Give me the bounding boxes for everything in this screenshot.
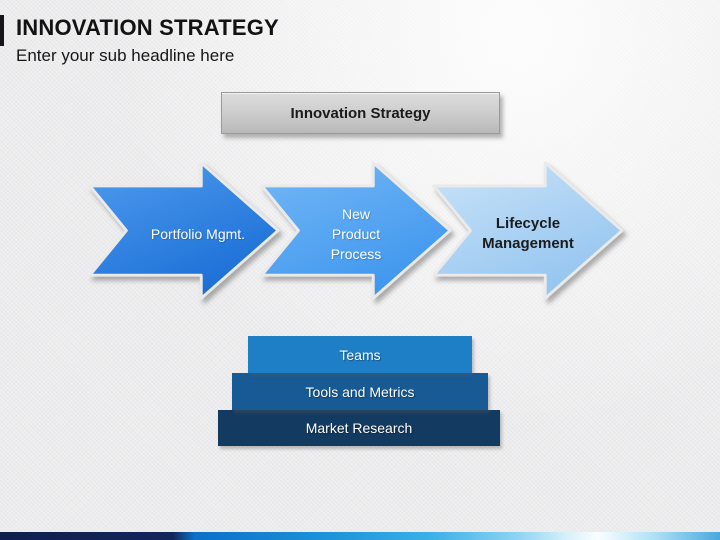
arrow-new-product-process: New Product Process bbox=[260, 161, 452, 306]
arrow-label-line: New bbox=[341, 205, 370, 222]
stack-bar-market-research: Market Research bbox=[218, 410, 500, 446]
arrow-label: Lifecycle Management bbox=[432, 161, 624, 306]
title-accent-bar bbox=[0, 15, 4, 46]
arrow-label-line: Management bbox=[482, 234, 574, 252]
stack-bar-label: Tools and Metrics bbox=[305, 383, 415, 400]
arrow-lifecycle-management: Lifecycle Management bbox=[432, 161, 624, 306]
arrow-label-line: Portfolio Mgmt. bbox=[150, 225, 246, 242]
stack-bar-label: Market Research bbox=[305, 420, 413, 436]
arrow-label: New Product Process bbox=[260, 161, 452, 306]
arrow-label-line: Product bbox=[331, 225, 381, 242]
header-box-label: Innovation Strategy bbox=[290, 104, 431, 122]
innovation-strategy-header-box: Innovation Strategy bbox=[221, 92, 500, 134]
chevron-arrow-shape-icon bbox=[260, 161, 452, 300]
chevron-arrow-shape-icon bbox=[88, 161, 280, 300]
stack-bar-label: Teams bbox=[339, 346, 381, 363]
arrow-label: Portfolio Mgmt. bbox=[102, 161, 294, 306]
footer-gradient-bar bbox=[0, 532, 720, 540]
slide-title: INNOVATION STRATEGY bbox=[16, 15, 279, 40]
arrow-portfolio-mgmt: Portfolio Mgmt. bbox=[88, 161, 280, 306]
chevron-arrow-shape-icon bbox=[432, 161, 624, 300]
stack-bar-tools-and-metrics: Tools and Metrics bbox=[232, 373, 488, 410]
arrow-label-line: Lifecycle bbox=[495, 214, 561, 232]
arrow-label-line: Process bbox=[330, 245, 382, 262]
slide-subtitle: Enter your sub headline here bbox=[16, 46, 235, 65]
stack-bar-teams: Teams bbox=[248, 336, 472, 373]
